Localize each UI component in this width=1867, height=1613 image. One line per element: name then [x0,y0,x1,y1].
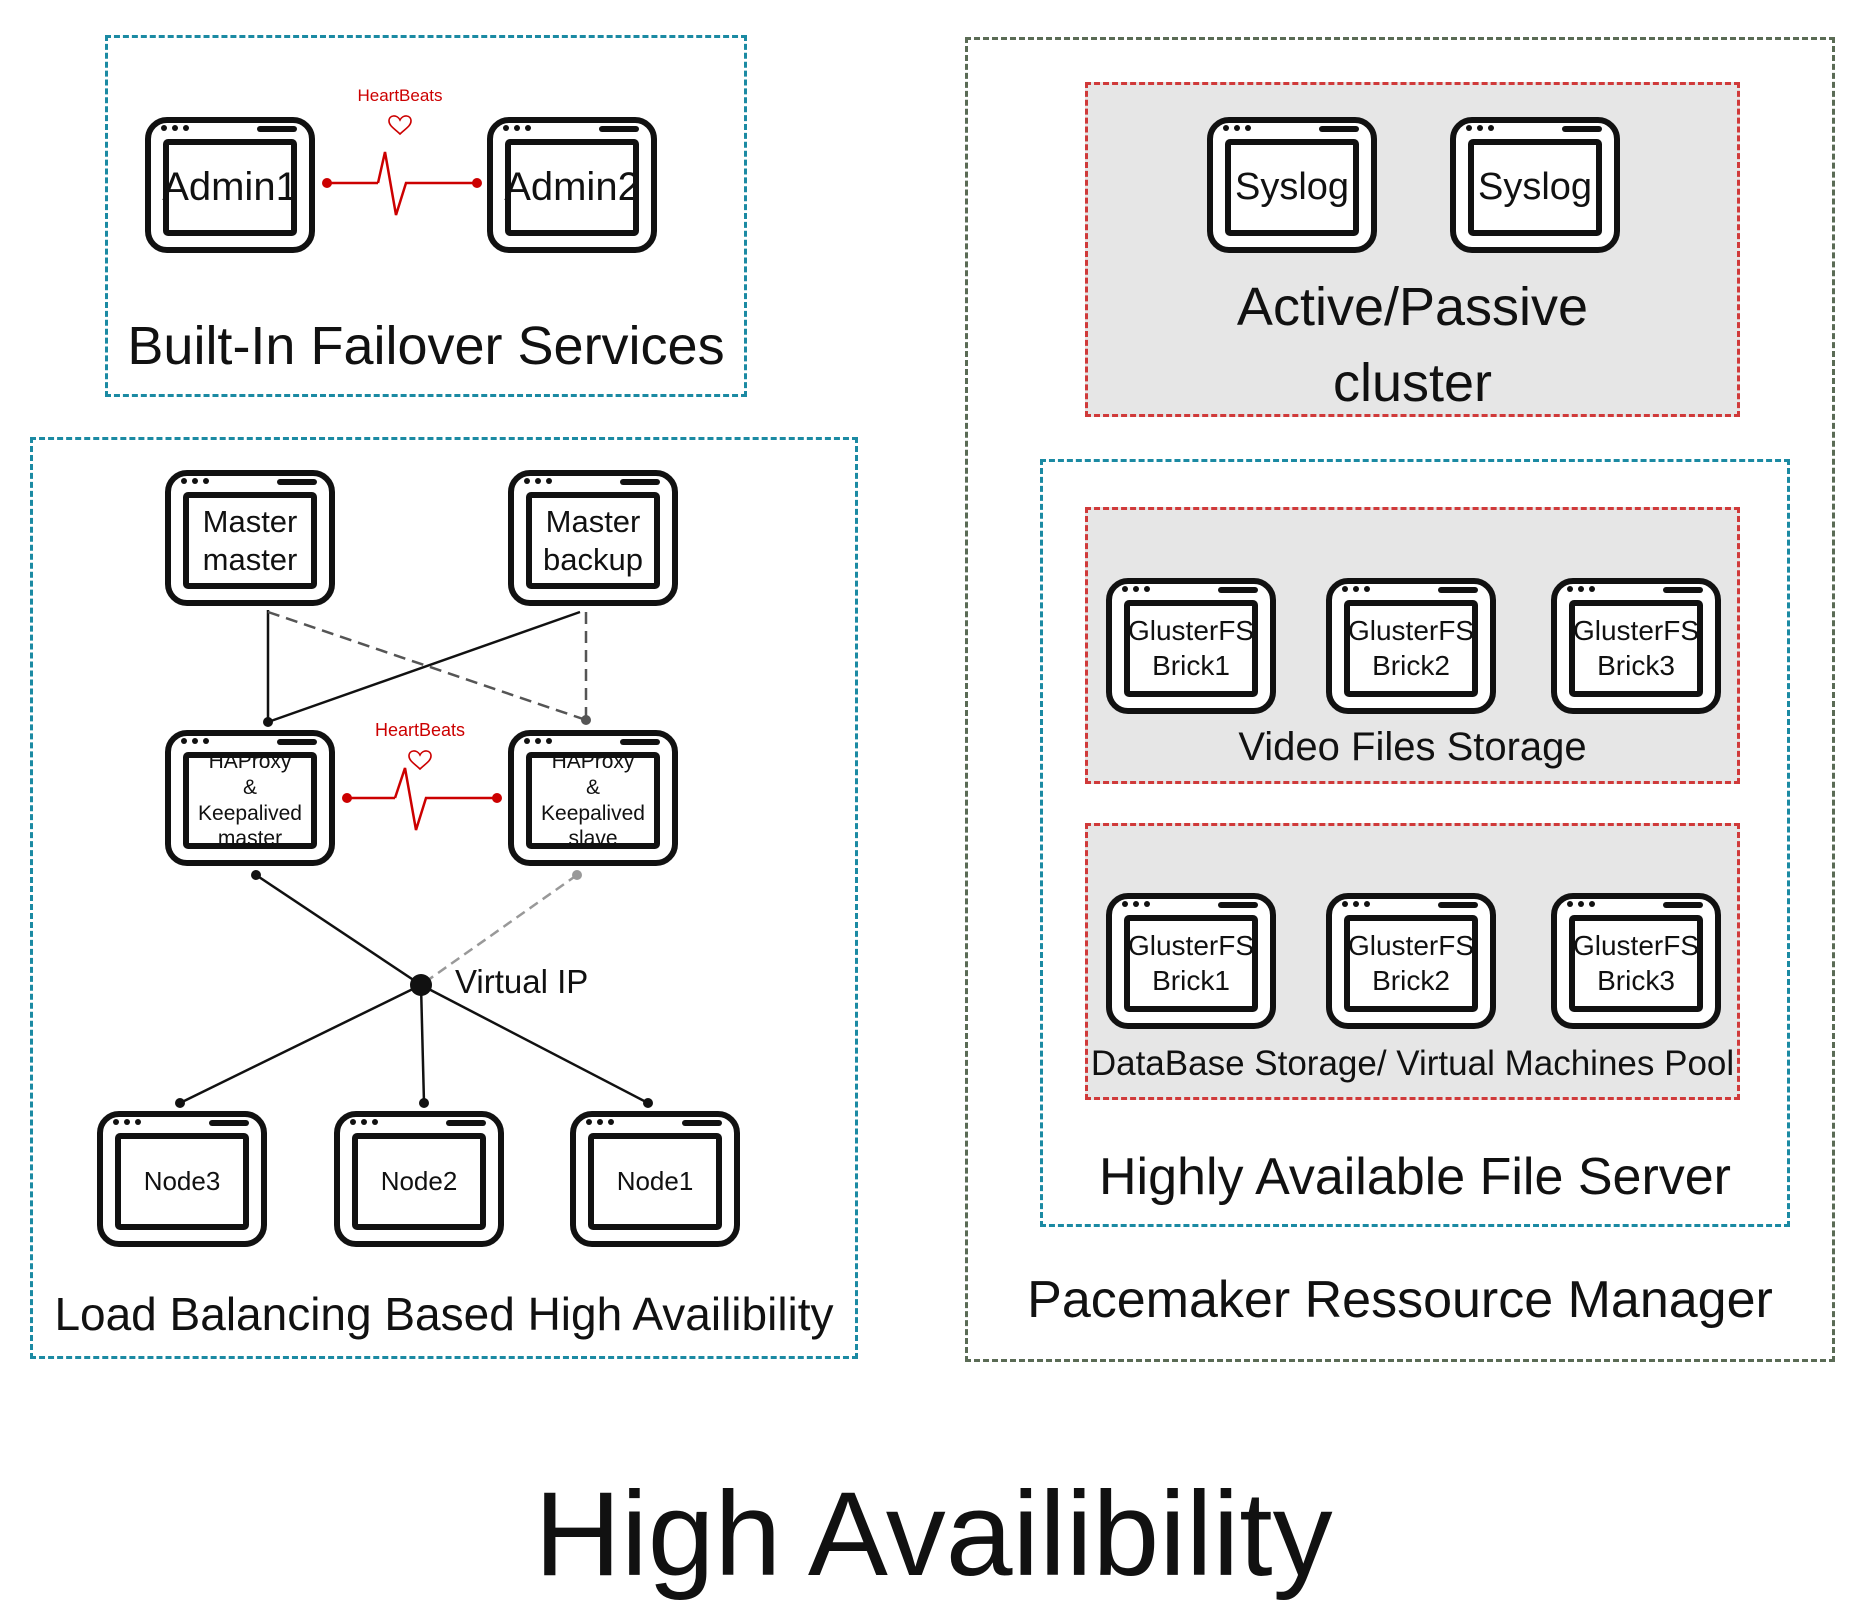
load-balancing-caption: Load Balancing Based High Availibility [54,1288,834,1340]
virtual-ip-label: Virtual IP [455,963,589,1000]
file-server-caption: Highly Available File Server [1099,1148,1731,1206]
heart-icon [388,115,412,136]
server-label: GlusterFS Brick3 [1569,915,1703,1012]
server-master-master: Master master [165,470,335,606]
video-storage-caption: Video Files Storage [1238,725,1587,769]
failover-caption: Built-In Failover Services [127,316,725,376]
server-db-brick2: GlusterFS Brick2 [1326,893,1496,1029]
server-syslog-2: Syslog [1450,117,1620,253]
server-haproxy-master: HAProxy & Keepalived master [165,730,335,866]
load-balancing-group [30,437,858,1359]
server-db-brick3: GlusterFS Brick3 [1551,893,1721,1029]
server-label: Master master [183,492,317,589]
server-label: HAProxy & Keepalived master [183,750,317,850]
active-passive-cluster [1085,82,1740,417]
server-label: GlusterFS Brick2 [1344,600,1478,697]
server-label: Node3 [115,1133,249,1230]
server-syslog-1: Syslog [1207,117,1377,253]
server-video-brick3: GlusterFS Brick3 [1551,578,1721,714]
server-video-brick1: GlusterFS Brick1 [1106,578,1276,714]
heart-icon [408,750,432,771]
server-master-backup: Master backup [508,470,678,606]
server-label: GlusterFS Brick2 [1344,915,1478,1012]
database-storage-caption: DataBase Storage/ Virtual Machines Pool [1090,1044,1735,1083]
server-label: Syslog [1225,139,1359,236]
admin-heartbeat-link [322,115,482,216]
server-label: Syslog [1468,139,1602,236]
heartbeat-label: HeartBeats [374,720,466,740]
server-label: HAProxy & Keepalived slave [526,750,660,850]
server-label: GlusterFS Brick3 [1569,600,1703,697]
server-admin2: Admin2 [487,117,657,253]
server-label: Node1 [588,1133,722,1230]
page-title: High Availibility [534,1467,1333,1601]
heartbeat-label: HeartBeats [357,86,443,105]
server-label: Admin2 [504,139,640,236]
server-label: GlusterFS Brick1 [1124,915,1258,1012]
server-db-brick1: GlusterFS Brick1 [1106,893,1276,1029]
failover-group [105,35,747,397]
server-label: Node2 [352,1133,486,1230]
server-node3: Node3 [97,1111,267,1247]
server-node1: Node1 [570,1111,740,1247]
active-passive-caption: Active/Passive cluster [1236,277,1589,413]
file-server-group [1040,459,1790,1227]
pacemaker-group [965,37,1835,1362]
haproxy-heartbeat-link [342,750,502,831]
server-node2: Node2 [334,1111,504,1247]
virtual-ip-node [410,974,432,996]
server-label: Admin1 [162,139,298,236]
pacemaker-caption: Pacemaker Ressource Manager [1027,1271,1773,1329]
server-label: Master backup [526,492,660,589]
server-label: GlusterFS Brick1 [1124,600,1258,697]
server-haproxy-slave: HAProxy & Keepalived slave [508,730,678,866]
server-admin1: Admin1 [145,117,315,253]
server-video-brick2: GlusterFS Brick2 [1326,578,1496,714]
